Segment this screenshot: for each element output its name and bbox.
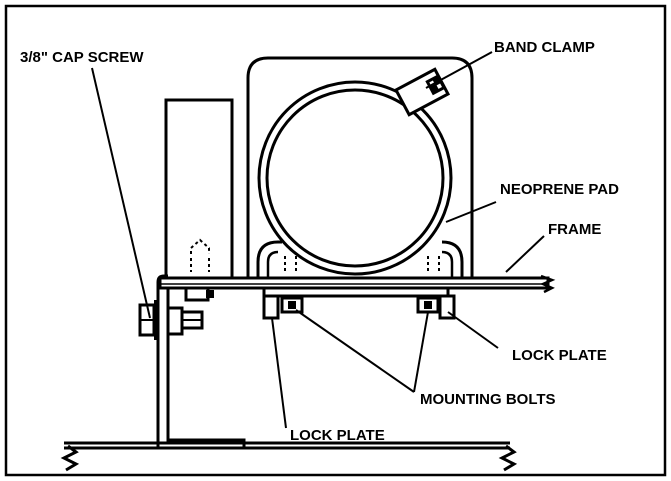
frame-washer-nut: [206, 290, 214, 298]
label-band-clamp: BAND CLAMP: [494, 39, 595, 56]
z-bracket: [156, 274, 246, 450]
hidden-bolts: [284, 256, 440, 272]
cap-screw: [138, 300, 204, 340]
label-cap-screw: 3/8" CAP SCREW: [20, 49, 144, 66]
diagram-border: [4, 4, 667, 477]
label-mounting-bolts: MOUNTING BOLTS: [420, 391, 556, 408]
mounting-bolt-left: [280, 296, 304, 314]
neoprene-pad: [256, 240, 464, 278]
ground-base: [60, 441, 518, 472]
frame-washer: [184, 286, 210, 302]
lock-plate-bar: [262, 286, 450, 298]
neoprene-pad-inner: [266, 250, 454, 278]
label-frame: FRAME: [548, 221, 601, 238]
label-neoprene-pad: NEOPRENE PAD: [500, 181, 619, 198]
vertical-bracket: [164, 98, 234, 280]
lock-plate-left: [262, 294, 280, 320]
band-clamp: [393, 67, 451, 117]
back-mounting-plate: [246, 56, 474, 278]
leader-lines: [91, 51, 545, 429]
bracket-hidden-bolt: [190, 238, 210, 272]
label-lock-plate-right: LOCK PLATE: [512, 347, 607, 364]
lock-plate-right: [438, 294, 456, 320]
mounting-bolt-right: [416, 296, 440, 314]
label-lock-plate-left: LOCK PLATE: [290, 427, 385, 444]
tank-inner-wall: [265, 88, 445, 268]
